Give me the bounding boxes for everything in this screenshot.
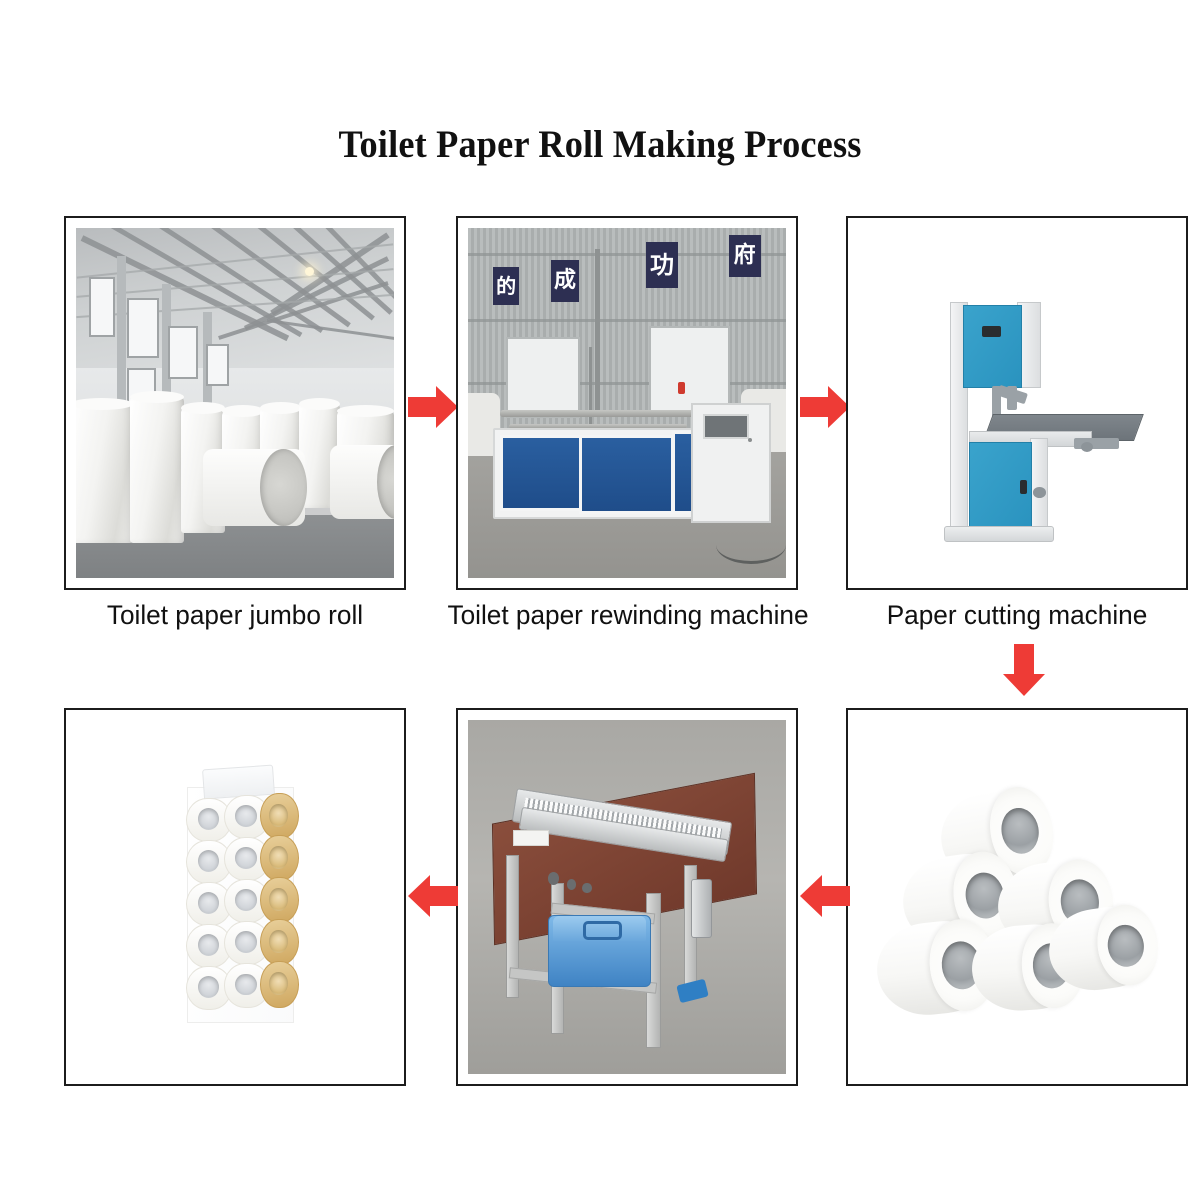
- step-3-image-frame: [846, 216, 1188, 590]
- arrow-down-icon: [1000, 644, 1048, 696]
- page-title: Toilet Paper Roll Making Process: [338, 123, 862, 166]
- foot-pedal: [676, 978, 709, 1003]
- adjust-knob: [1032, 487, 1046, 498]
- warehouse-window: [126, 298, 160, 358]
- warehouse-window: [88, 277, 115, 337]
- arrow-right-icon: [408, 384, 458, 430]
- machine-blue-panel: [499, 434, 583, 511]
- packed-roll: [259, 792, 300, 840]
- factory-door: [506, 336, 581, 418]
- wrapped-package: [186, 764, 300, 1023]
- ceiling-lamp-icon: [304, 266, 314, 276]
- control-knob: [547, 872, 559, 885]
- step-4-photo: [858, 720, 1176, 1074]
- arrow-left-icon: [800, 873, 850, 919]
- pneumatic-cylinder: [690, 879, 712, 938]
- arrow-right-icon: [800, 384, 850, 430]
- step-1-photo: [76, 228, 394, 578]
- packed-roll: [259, 919, 300, 966]
- jumbo-roll-lying: [330, 445, 394, 519]
- step-2-photo: 的 成 功 府: [468, 228, 786, 578]
- packed-roll: [186, 965, 233, 1010]
- wall-character-2: 成: [550, 259, 580, 302]
- step-2-caption: Toilet paper rewinding machine: [447, 600, 809, 630]
- control-screen: [703, 413, 749, 439]
- step-4-image-frame: [846, 708, 1188, 1086]
- step-6-image-frame: [64, 708, 406, 1086]
- step-1-image-frame: [64, 216, 406, 590]
- toilet-paper-roll: [1043, 900, 1164, 997]
- table-leg: [506, 854, 520, 999]
- packed-roll: [259, 834, 300, 882]
- door-handle: [982, 326, 1002, 337]
- factory-door: [649, 326, 730, 414]
- machine-label: [512, 829, 550, 846]
- step-3-caption: Paper cutting machine: [886, 600, 1148, 630]
- blue-tool-box: [547, 914, 652, 988]
- machine-base: [943, 525, 1054, 542]
- door-handle: [1020, 480, 1027, 494]
- jumbo-roll: [76, 398, 134, 543]
- wall-character-1: 的: [493, 266, 519, 305]
- wall-character-3: 功: [646, 242, 678, 288]
- saw-lower-housing: [1029, 438, 1048, 531]
- warehouse-window: [206, 343, 230, 386]
- indicator-light: [677, 382, 685, 394]
- packed-roll: [259, 961, 300, 1008]
- rewinder-shaft: [499, 410, 697, 417]
- control-knob: [582, 882, 592, 894]
- wall-character-4: 府: [728, 235, 761, 277]
- step-6-photo: [76, 720, 394, 1074]
- control-knob: [566, 879, 577, 890]
- step-2-image-frame: 的 成 功 府: [456, 216, 798, 590]
- rewinder-shaft: [509, 424, 688, 429]
- upper-blue-door: [962, 305, 1023, 388]
- warehouse-window: [168, 326, 198, 379]
- step-5-photo: [468, 720, 786, 1074]
- packed-roll: [259, 877, 300, 924]
- step-1-caption: Toilet paper jumbo roll: [106, 600, 364, 630]
- step-5-image-frame: [456, 708, 798, 1086]
- machine-blue-panel: [579, 434, 675, 514]
- jumbo-roll: [130, 391, 185, 543]
- jumbo-roll-lying: [203, 448, 307, 526]
- arrow-left-icon: [408, 873, 458, 919]
- step-3-photo: [858, 228, 1176, 578]
